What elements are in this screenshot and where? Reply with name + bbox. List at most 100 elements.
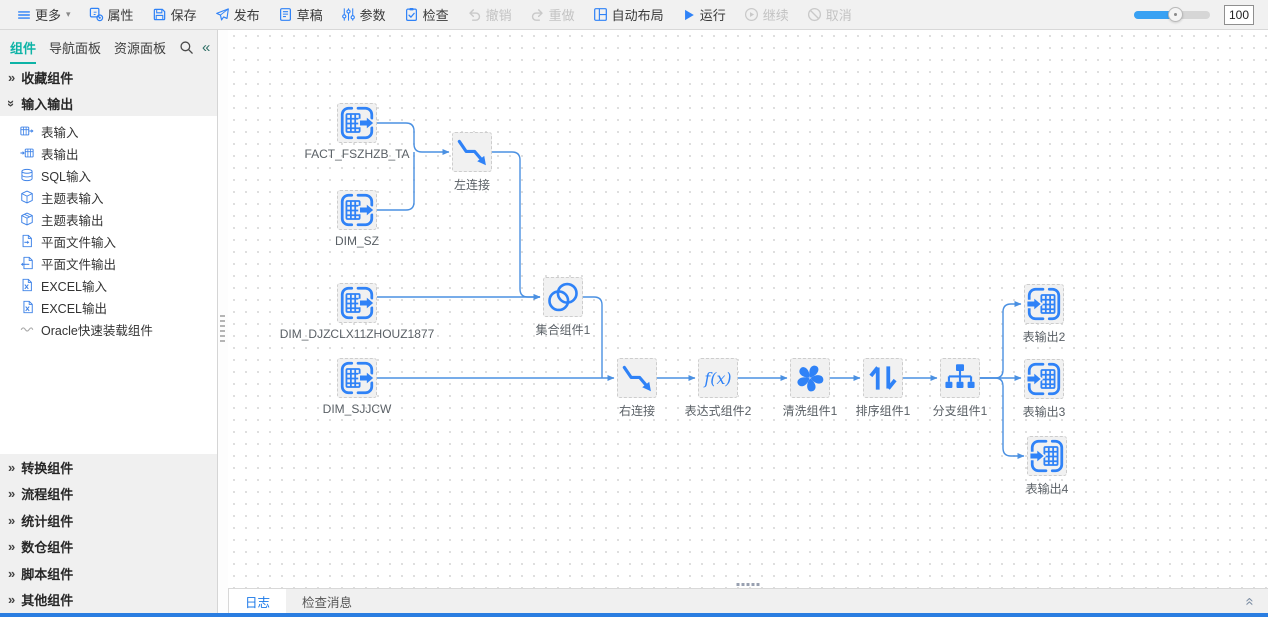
node-box[interactable] — [337, 358, 377, 398]
node-box[interactable]: f(x) — [698, 358, 738, 398]
sidebar-tab-resource-panel[interactable]: 资源面板 — [114, 40, 167, 56]
component-item-label: SQL输入 — [41, 169, 92, 184]
sidebar-section-other[interactable]: » 其他组件 — [0, 587, 217, 614]
canvas-node-table-output-2[interactable]: 表输出2 — [1023, 284, 1065, 344]
sidebar-section-statistics[interactable]: »统计组件 — [0, 507, 217, 534]
zoom-slider-knob[interactable] — [1168, 6, 1183, 22]
node-box[interactable] — [337, 283, 377, 323]
bottom-tab-log[interactable]: 日志 — [229, 589, 287, 613]
toolbar-button-properties[interactable]: 属性 — [80, 0, 143, 30]
canvas-node-clean-component-1[interactable]: 清洗组件1 — [783, 358, 837, 418]
toolbar-button-label: 属性 — [107, 8, 134, 23]
node-box[interactable] — [452, 132, 492, 172]
collapse-sidebar-icon[interactable]: « — [202, 38, 211, 56]
edge-12[interactable] — [980, 377, 1025, 459]
panel-expand-button[interactable]: « — [1241, 589, 1268, 613]
toolbar-button-more[interactable]: 更多 ▾ — [8, 0, 80, 30]
chevron-right-icon: » — [8, 592, 16, 608]
sidebar-sections-top: »收藏组件»输入输出 — [0, 64, 217, 116]
node-box[interactable] — [337, 190, 377, 230]
section-label: 流程组件 — [21, 487, 74, 503]
edge-4[interactable] — [583, 296, 603, 378]
sidebar-section-script[interactable]: »脚本组件 — [0, 560, 217, 587]
edge-0[interactable] — [377, 122, 450, 155]
canvas-node-branch-component-1[interactable]: 分支组件1 — [933, 358, 987, 418]
canvas-node-expression-component-2[interactable]: f(x)表达式组件2 — [685, 358, 751, 418]
canvas-node-set-component-1[interactable]: 集合组件1 — [536, 277, 590, 337]
canvas-node-left-join[interactable]: 左连接 — [452, 132, 492, 192]
canvas-node-dim-sjjcw[interactable]: DIM_SJJCW — [323, 358, 391, 416]
node-box[interactable] — [790, 358, 830, 398]
sidebar-section-warehouse[interactable]: »数仓组件 — [0, 534, 217, 561]
canvas-node-fact-fszhzb-ta[interactable]: FACT_FSZHZB_TA — [304, 103, 410, 161]
canvas-node-table-output-3[interactable]: 表输出3 — [1023, 359, 1065, 419]
node-box[interactable] — [543, 277, 583, 317]
node-box[interactable] — [337, 103, 377, 143]
table-output-icon — [1025, 360, 1063, 398]
component-item-flat-file-output[interactable]: 平面文件输出 — [0, 252, 217, 274]
section-label: 输入输出 — [21, 96, 74, 112]
zoom-level-input[interactable] — [1224, 4, 1254, 25]
component-item-oracle-fast-load[interactable]: Oracle快速装载组件 — [0, 318, 217, 340]
node-box[interactable] — [1027, 436, 1067, 476]
canvas-node-dim-djzclx11zhouz1877[interactable]: DIM_DJZCLX11ZHOUZ1877 — [280, 283, 434, 341]
sidebar-tab-navigation-panel[interactable]: 导航面板 — [49, 40, 102, 56]
toolbar-button-label: 更多 — [35, 8, 62, 23]
toolbar-button-publish[interactable]: 发布 — [206, 0, 269, 30]
sidebar-section-flow[interactable]: »流程组件 — [0, 481, 217, 508]
component-item-sql-input[interactable]: SQL输入 — [0, 164, 217, 186]
vertical-resize-handle[interactable] — [220, 315, 225, 343]
node-label: DIM_SZ — [334, 234, 380, 248]
toolbar-button-params[interactable]: 参数 — [332, 0, 395, 30]
component-item-table-output[interactable]: 表输出 — [0, 142, 217, 164]
sidebar-section-favorites[interactable]: »收藏组件 — [0, 64, 217, 90]
section-label: 统计组件 — [21, 513, 74, 529]
component-item-label: EXCEL输入 — [41, 279, 107, 294]
canvas-node-sort-component-1[interactable]: 排序组件1 — [856, 358, 910, 418]
canvas-node-table-output-4[interactable]: 表输出4 — [1026, 436, 1068, 496]
chevron-up-icon: « — [1241, 596, 1259, 606]
chevron-right-icon: » — [8, 539, 16, 555]
edge-2[interactable] — [492, 151, 541, 300]
toolbar-button-save[interactable]: 保存 — [143, 0, 206, 30]
sidebar-section-transform[interactable]: »转换组件 — [0, 454, 217, 481]
sort-icon — [864, 359, 902, 397]
node-box[interactable] — [617, 358, 657, 398]
toolbar-button-run[interactable]: 运行 — [673, 0, 735, 30]
component-item-excel-output[interactable]: EXCEL输出 — [0, 296, 217, 318]
component-item-theme-table-output[interactable]: 主题表输出 — [0, 208, 217, 230]
toolbar-button-draft[interactable]: 草稿 — [269, 0, 332, 30]
component-item-table-input[interactable]: 表输入 — [0, 120, 217, 142]
edge-10[interactable] — [980, 301, 1022, 379]
sidebar-tab-components[interactable]: 组件 — [10, 38, 37, 64]
zoom-slider[interactable] — [1134, 6, 1210, 22]
canvas-node-dim-sz[interactable]: DIM_SZ — [335, 190, 379, 248]
canvas[interactable]: FACT_FSZHZB_TA DIM_SZ 左连接 DIM_DJZCLX11ZHOUZ… — [228, 30, 1268, 588]
sidebar-section-input-output[interactable]: »输入输出 — [0, 90, 217, 116]
component-item-excel-input[interactable]: EXCEL输入 — [0, 274, 217, 296]
section-label: 转换组件 — [21, 460, 74, 476]
component-item-flat-file-input[interactable]: 平面文件输入 — [0, 230, 217, 252]
node-box[interactable] — [863, 358, 903, 398]
bottom-tab-check-messages[interactable]: 检查消息 — [302, 595, 353, 610]
canvas-node-right-join[interactable]: 右连接 — [617, 358, 657, 418]
node-label: 表输出4 — [1025, 482, 1069, 496]
node-label: 清洗组件1 — [782, 404, 838, 418]
toolbar-button-undo: 撤销 — [458, 0, 521, 30]
component-item-label: 主题表输入 — [41, 191, 104, 206]
node-label: 分支组件1 — [932, 404, 988, 418]
toolbar-button-auto-layout[interactable]: 自动布局 — [584, 0, 673, 30]
toolbar-button-check[interactable]: 检查 — [395, 0, 458, 30]
component-item-label: 主题表输出 — [41, 213, 104, 228]
node-box[interactable] — [1024, 359, 1064, 399]
horizontal-resize-handle[interactable] — [736, 583, 760, 586]
section-label: 其他组件 — [21, 593, 74, 609]
component-item-theme-table-input[interactable]: 主题表输入 — [0, 186, 217, 208]
chevron-right-icon: » — [8, 69, 16, 85]
search-icon[interactable] — [179, 40, 194, 55]
node-box[interactable] — [1024, 284, 1064, 324]
caret-down-icon: ▾ — [66, 9, 71, 19]
node-box[interactable] — [940, 358, 980, 398]
toolbar-button-label: 草稿 — [296, 8, 323, 23]
edge-1[interactable] — [377, 152, 415, 211]
